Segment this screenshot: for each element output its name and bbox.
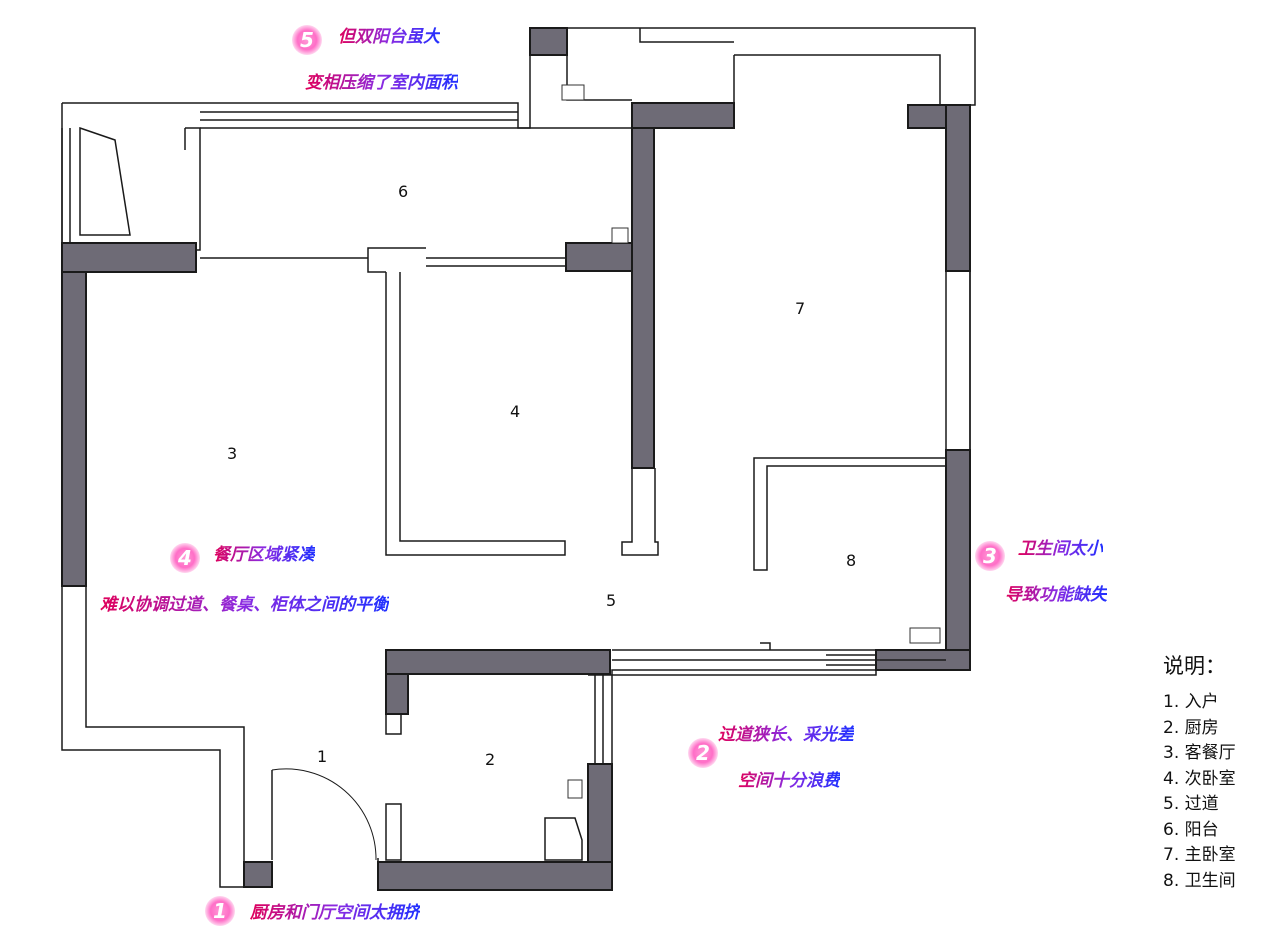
wall-segment bbox=[631, 102, 655, 469]
room-label-6: 6 bbox=[398, 182, 408, 201]
wall-segment bbox=[243, 861, 273, 888]
room-label-8: 8 bbox=[846, 551, 856, 570]
outer-wall bbox=[61, 27, 976, 891]
note-5-line-2: 变相压缩了室内面积 bbox=[305, 68, 458, 93]
note-badge-5: 5 bbox=[292, 25, 322, 55]
legend-item: 5. 过道 bbox=[1163, 794, 1219, 814]
room-label-1: 1 bbox=[317, 747, 327, 766]
legend-item: 2. 厨房 bbox=[1163, 717, 1219, 738]
note-3-line-2: 导致功能缺失 bbox=[1005, 580, 1107, 605]
note-2-line-1: 过道狭长、采光差 bbox=[718, 720, 854, 745]
wall-segment bbox=[945, 104, 971, 272]
inner-wall-line bbox=[85, 127, 947, 863]
sink bbox=[567, 779, 583, 799]
note-4-line-1: 餐厅区域紧凑 bbox=[213, 540, 315, 565]
legend-item: 4. 次卧室 bbox=[1163, 768, 1236, 789]
note-2-line-2: 空间十分浪费 bbox=[738, 766, 840, 791]
note-5-line-1: 但双阳台虽大 bbox=[338, 22, 440, 47]
legend-item: 8. 卫生间 bbox=[1163, 870, 1236, 891]
room-label-2: 2 bbox=[485, 750, 495, 769]
fixture bbox=[909, 627, 941, 644]
stove bbox=[544, 817, 583, 861]
legend-item: 7. 主卧室 bbox=[1163, 845, 1236, 865]
note-badge-3: 3 bbox=[975, 541, 1005, 571]
wall-segment bbox=[529, 27, 568, 56]
legend-item: 6. 阳台 bbox=[1163, 819, 1219, 840]
wall-segment bbox=[945, 449, 971, 671]
door-swing-arc bbox=[271, 768, 377, 861]
room-label-4: 4 bbox=[510, 402, 520, 421]
note-1-line-1: 厨房和门厅空间太拥挤 bbox=[250, 898, 420, 923]
note-badge-2: 2 bbox=[688, 738, 718, 768]
note-badge-1: 1 bbox=[205, 896, 235, 926]
legend-item: 1. 入户 bbox=[1163, 692, 1219, 712]
fixture bbox=[561, 84, 585, 101]
note-3-line-1: 卫生间太小 bbox=[1018, 534, 1103, 559]
wall-segment bbox=[565, 242, 633, 272]
wall-segment bbox=[385, 673, 409, 715]
note-badge-4: 4 bbox=[170, 543, 200, 573]
room-label-3: 3 bbox=[227, 444, 237, 463]
legend-title: 说明： bbox=[1163, 654, 1226, 678]
balcony-wall bbox=[61, 28, 971, 764]
wall-segment bbox=[61, 271, 87, 587]
note-4-line-2: 难以协调过道、餐桌、柜体之间的平衡 bbox=[100, 590, 389, 615]
wall-segment bbox=[377, 861, 613, 891]
wall-segment bbox=[631, 102, 735, 129]
room-label-7: 7 bbox=[795, 299, 805, 318]
room-label-5: 5 bbox=[606, 591, 616, 610]
wall-segment bbox=[61, 242, 197, 273]
legend-item: 3. 客餐厅 bbox=[1163, 743, 1236, 763]
wall-segment bbox=[385, 649, 611, 675]
legend: 说明： 1. 入户 2. 厨房 3. 客餐厅 4. 次卧室 5. 过道 6. 阳… bbox=[1163, 650, 1236, 894]
fixture bbox=[611, 227, 629, 244]
balcony-cabinet bbox=[79, 126, 131, 236]
